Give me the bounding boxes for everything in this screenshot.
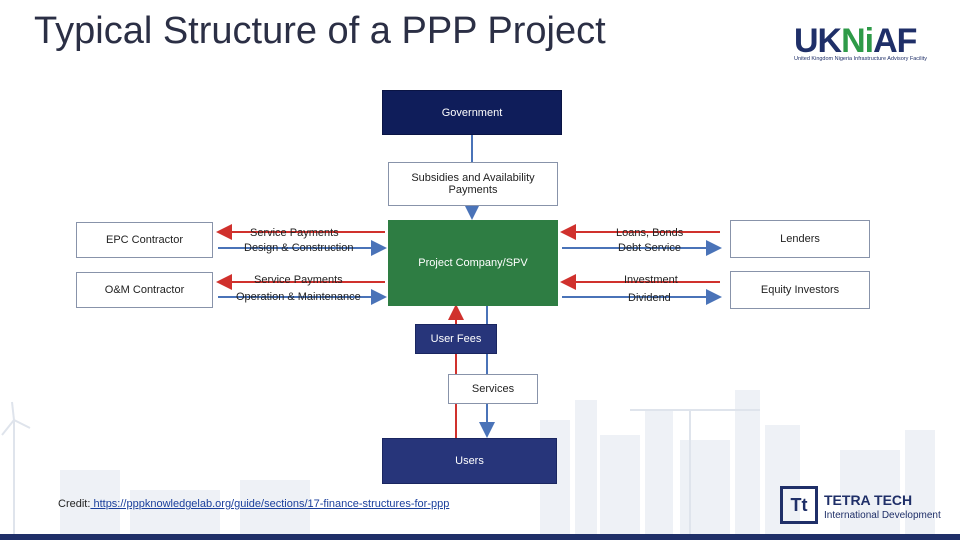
tetra-tech-logo-icon: Tt — [780, 486, 818, 524]
tetra-tech-subtitle: International Development — [824, 510, 941, 521]
user-fees-box: User Fees — [415, 324, 497, 354]
city-skyline-background — [1, 390, 935, 540]
epc-contractor-box: EPC Contractor — [76, 222, 213, 258]
footer-bar — [0, 534, 960, 540]
subsidies-box: Subsidies and Availability Payments — [388, 162, 558, 206]
credit-label: Credit: — [58, 498, 91, 510]
services-box: Services — [448, 374, 538, 404]
credit-line: Credit: https://pppknowledgelab.org/guid… — [58, 498, 449, 510]
equity-dividend-label: Dividend — [628, 292, 671, 304]
lenders-debt-service-label: Debt Service — [618, 242, 681, 254]
users-box: Users — [382, 438, 557, 484]
spv-label: Project Company/SPV — [418, 257, 528, 269]
epc-service-payments-label: Service Payments — [250, 227, 339, 239]
equity-investors-box: Equity Investors — [730, 271, 870, 309]
slide-title: Typical Structure of a PPP Project — [34, 10, 606, 52]
om-contractor-box: O&M Contractor — [76, 272, 213, 308]
lenders-box: Lenders — [730, 220, 870, 258]
om-operation-maintenance-label: Operation & Maintenance — [236, 291, 361, 303]
om-service-payments-label: Service Payments — [254, 274, 343, 286]
equity-investment-label: Investment — [624, 274, 678, 286]
credit-link[interactable]: https://pppknowledgelab.org/guide/sectio… — [90, 498, 450, 510]
uk-niaf-tagline: United Kingdom Nigeria Infrastructure Ad… — [794, 56, 927, 62]
epc-design-construction-label: Design & Construction — [244, 242, 354, 254]
government-box: Government — [382, 90, 562, 135]
lenders-loans-label: Loans, Bonds — [616, 227, 684, 239]
spv-box: Project Company/SPV — [388, 220, 558, 306]
uk-niaf-logo: UKNiAF — [794, 22, 917, 60]
tetra-tech-name: TETRA TECH — [824, 492, 913, 508]
